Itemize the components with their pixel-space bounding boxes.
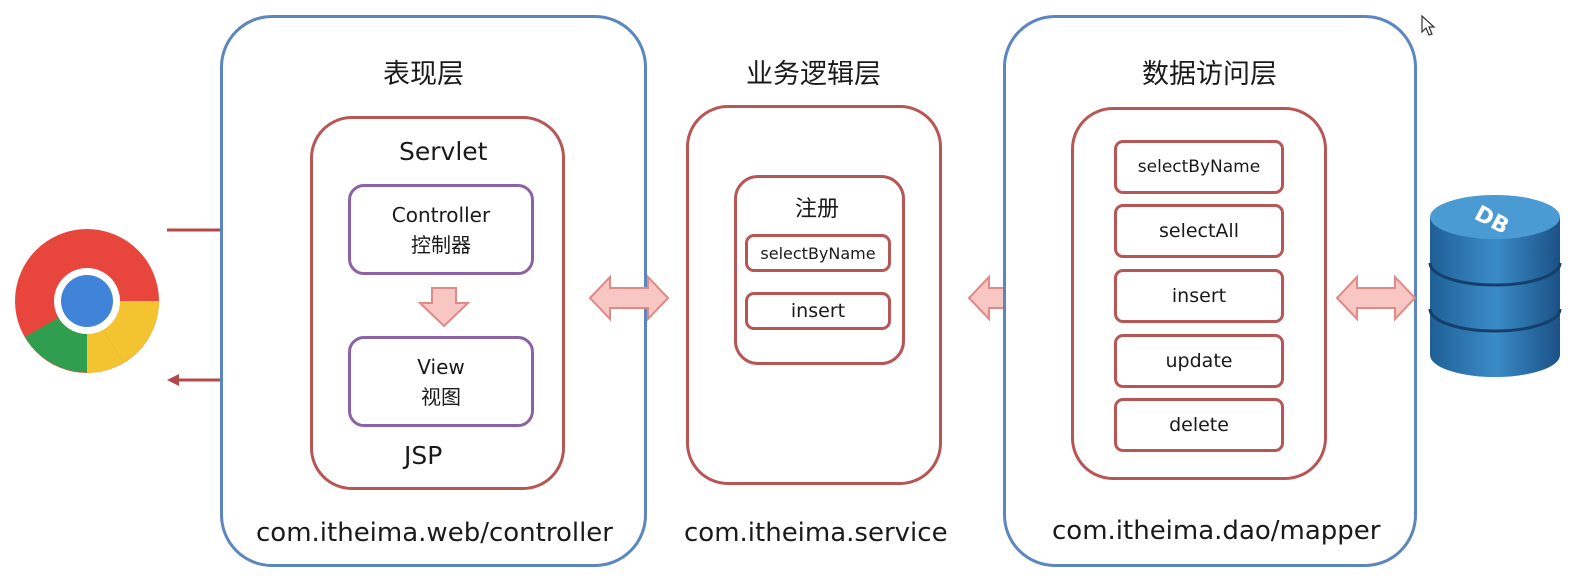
down-arrow [417, 287, 471, 328]
double-arrow-3 [1335, 274, 1417, 322]
dao-method-selectbyname: selectByName [1114, 140, 1284, 194]
dao-method-delete: delete [1114, 398, 1284, 452]
controller-box: Controller 控制器 [348, 184, 534, 275]
controller-label-cn: 控制器 [411, 232, 471, 257]
view-label: View [417, 354, 465, 379]
chrome-icon [15, 229, 159, 373]
view-box: View 视图 [348, 336, 534, 427]
register-label: 注册 [795, 197, 840, 222]
cursor-icon [1421, 14, 1436, 36]
cropped-top-text [300, 0, 1220, 4]
database-icon [1428, 195, 1562, 377]
business-layer-title: 业务逻辑层 [746, 59, 881, 90]
view-label-cn: 视图 [421, 384, 461, 409]
data-layer-title: 数据访问层 [1142, 59, 1277, 90]
controller-label: Controller [391, 202, 491, 227]
double-arrow-1 [588, 274, 670, 322]
servlet-label: Servlet [399, 137, 488, 166]
service-method-insert: insert [745, 292, 891, 330]
business-package-label: com.itheima.service [684, 518, 948, 548]
dao-method-update: update [1114, 334, 1284, 388]
service-method-selectbyname: selectByName [745, 234, 891, 272]
dao-method-insert: insert [1114, 269, 1284, 323]
jsp-label: JSP [404, 441, 443, 470]
presentation-package-label: com.itheima.web/controller [256, 518, 613, 548]
data-package-label: com.itheima.dao/mapper [1052, 516, 1381, 546]
dao-method-selectall: selectAll [1114, 204, 1284, 258]
presentation-layer-title: 表现层 [383, 59, 464, 90]
